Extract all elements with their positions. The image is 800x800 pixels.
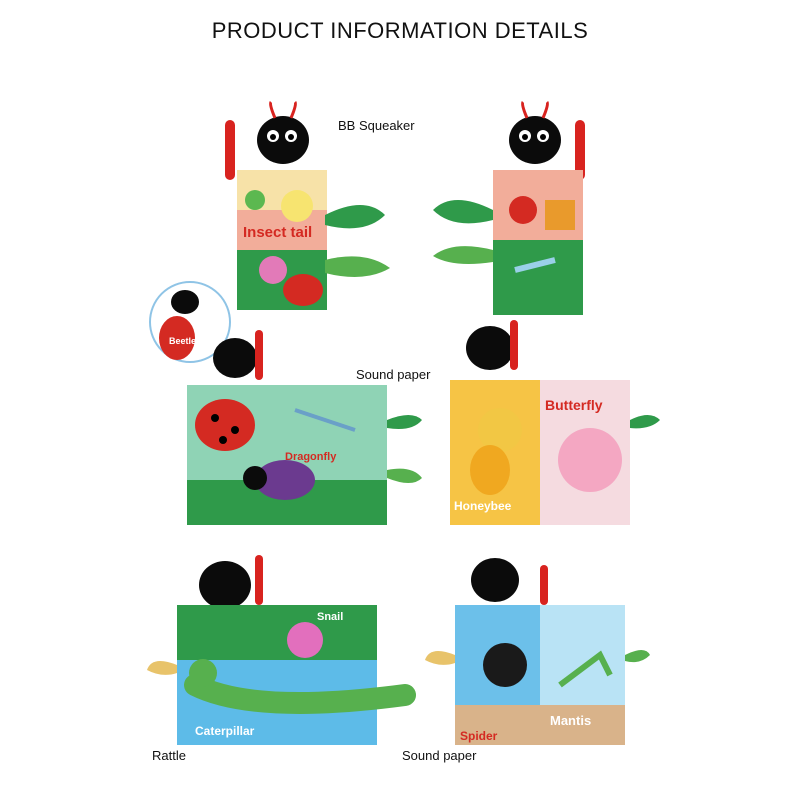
label-honeybee: Honeybee [454,499,512,513]
label-dragonfly: Dragonfly [285,451,337,463]
label-caterpillar: Caterpillar [195,724,255,738]
ribbon-tag [540,565,548,605]
callout-sound-paper-top: Sound paper [356,367,431,382]
label-mantis: Mantis [550,713,591,728]
book-page-beetle-dragonfly: Beetle Dragonfly [149,281,422,525]
ribbon-tag [510,320,518,370]
squeaker-head [213,338,257,378]
callout-rattle: Rattle [152,748,186,763]
ribbon-tag [225,120,235,180]
ribbon-tag [575,120,585,180]
label-beetle: Beetle [169,336,196,346]
label-butterfly: Butterfly [545,397,603,413]
squeaker-head [471,558,519,602]
ladybug [195,399,255,451]
squeaker-head [509,116,561,164]
squeaker-head [257,116,309,164]
ribbon-tag [255,555,263,605]
book-cover-front: Insect tail [225,100,390,310]
book-cover-back [433,100,585,315]
squeaker-head [199,561,251,609]
callout-sound-paper-bottom: Sound paper [402,748,477,763]
label-spider: Spider [460,729,498,743]
squeaker-head [466,326,514,370]
label-snail: Snail [317,611,343,623]
callout-bb-squeaker: BB Squeaker [338,118,415,133]
book-page-spider-mantis: Spider Mantis [425,558,650,745]
page-title: PRODUCT INFORMATION DETAILS [211,18,589,43]
ribbon-tag [255,330,263,380]
book-page-honeybee-butterfly: Butterfly Honeybee [450,320,660,525]
ladybug [283,274,323,306]
book-page-snail-caterpillar: Snail Caterpillar [147,555,416,745]
label-cover: Insect tail [243,224,312,241]
